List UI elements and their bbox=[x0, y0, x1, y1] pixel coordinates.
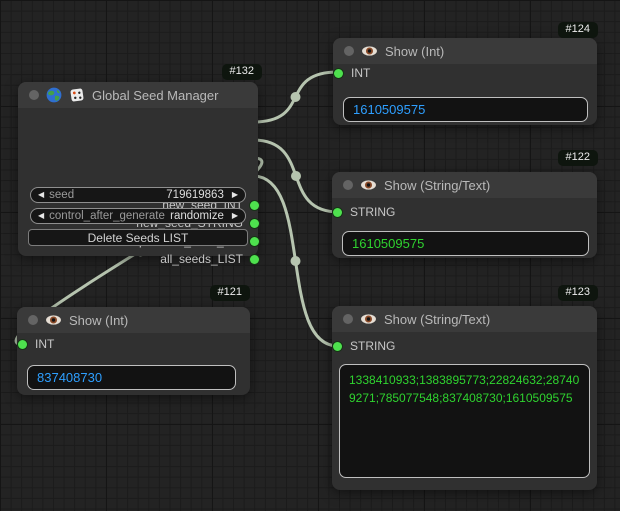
string-value-field[interactable]: 1610509575 bbox=[342, 231, 589, 256]
node-show-string-122[interactable]: Show (String/Text) STRING 1610509575 bbox=[332, 172, 597, 258]
wire-midpoint-dot bbox=[291, 171, 301, 181]
globe-icon bbox=[46, 87, 62, 103]
node-show-string-123[interactable]: Show (String/Text) STRING 1338410933;138… bbox=[332, 306, 597, 490]
node-show-int-124[interactable]: Show (Int) INT 1610509575 bbox=[333, 38, 597, 125]
prev-option-arrow-icon[interactable]: ◀ bbox=[38, 211, 45, 220]
seed-widget[interactable]: ◀ seed 719619863 ▶ bbox=[30, 187, 246, 203]
input-slot-string[interactable]: STRING bbox=[333, 205, 395, 219]
wire-midpoint-dot bbox=[290, 92, 301, 102]
int-value-field[interactable]: 837408730 bbox=[27, 365, 236, 390]
node-titlebar[interactable]: Show (String/Text) bbox=[332, 172, 597, 198]
input-dot[interactable] bbox=[18, 339, 27, 349]
widget-value[interactable]: randomize bbox=[170, 210, 224, 222]
node-title: Show (Int) bbox=[385, 43, 445, 59]
input-slot-int[interactable]: INT bbox=[18, 337, 54, 351]
string-value-textarea[interactable]: 1338410933;1383895773;22824632;287409271… bbox=[339, 364, 590, 478]
node-title: Global Seed Manager bbox=[92, 87, 219, 103]
output-label: all_seeds_LIST bbox=[160, 252, 243, 266]
collapse-dot[interactable] bbox=[344, 46, 354, 56]
node-title: Show (String/Text) bbox=[384, 177, 491, 193]
node-global-seed-manager[interactable]: Global Seed Manager new_seed_INT new_see… bbox=[18, 82, 259, 266]
widget-value[interactable]: 719619863 bbox=[166, 189, 224, 201]
decrement-arrow-icon[interactable]: ◀ bbox=[38, 190, 45, 199]
widget-label: control_after_generate bbox=[49, 210, 165, 222]
input-dot[interactable] bbox=[333, 207, 342, 217]
input-dot[interactable] bbox=[333, 341, 342, 351]
output-dot[interactable] bbox=[250, 254, 259, 264]
eye-icon bbox=[360, 313, 377, 325]
node-titlebar[interactable]: Show (Int) bbox=[17, 307, 250, 333]
node-id-badge: #122 bbox=[557, 150, 598, 166]
node-title: Show (String/Text) bbox=[384, 311, 491, 327]
dice-icon bbox=[69, 87, 85, 103]
node-titlebar[interactable]: Show (String/Text) bbox=[332, 306, 597, 332]
input-slot-string[interactable]: STRING bbox=[333, 339, 395, 353]
control-after-generate-widget[interactable]: ◀ control_after_generate randomize ▶ bbox=[30, 208, 246, 224]
increment-arrow-icon[interactable]: ▶ bbox=[231, 190, 238, 199]
input-dot[interactable] bbox=[334, 68, 343, 78]
widget-label: seed bbox=[49, 189, 75, 201]
int-value-field[interactable]: 1610509575 bbox=[343, 97, 588, 122]
eye-icon bbox=[45, 314, 62, 326]
collapse-dot[interactable] bbox=[29, 90, 39, 100]
collapse-dot[interactable] bbox=[28, 315, 38, 325]
collapse-dot[interactable] bbox=[343, 314, 353, 324]
input-label: INT bbox=[35, 337, 55, 351]
node-id-badge: #124 bbox=[557, 22, 598, 38]
input-label: INT bbox=[351, 66, 371, 80]
delete-seeds-list-button[interactable]: Delete Seeds LIST bbox=[28, 229, 248, 246]
node-title: Show (Int) bbox=[69, 312, 129, 328]
output-dot[interactable] bbox=[250, 236, 259, 246]
node-show-int-121[interactable]: Show (Int) INT 837408730 bbox=[17, 307, 250, 395]
node-id-badge: #121 bbox=[209, 285, 250, 301]
input-label: STRING bbox=[350, 339, 396, 353]
node-id-badge: #123 bbox=[557, 285, 598, 301]
eye-icon bbox=[360, 179, 377, 191]
input-slot-int[interactable]: INT bbox=[334, 66, 370, 80]
node-titlebar[interactable]: Show (Int) bbox=[333, 38, 597, 64]
output-slot-all-seeds-list[interactable]: all_seeds_LIST bbox=[18, 250, 259, 268]
output-dot[interactable] bbox=[250, 200, 259, 210]
input-label: STRING bbox=[350, 205, 396, 219]
next-option-arrow-icon[interactable]: ▶ bbox=[231, 211, 238, 220]
collapse-dot[interactable] bbox=[343, 180, 353, 190]
node-titlebar[interactable]: Global Seed Manager bbox=[18, 82, 258, 108]
node-id-badge: #132 bbox=[221, 64, 262, 80]
wire-midpoint-dot bbox=[290, 256, 301, 266]
eye-icon bbox=[361, 45, 378, 57]
output-dot[interactable] bbox=[250, 218, 259, 228]
